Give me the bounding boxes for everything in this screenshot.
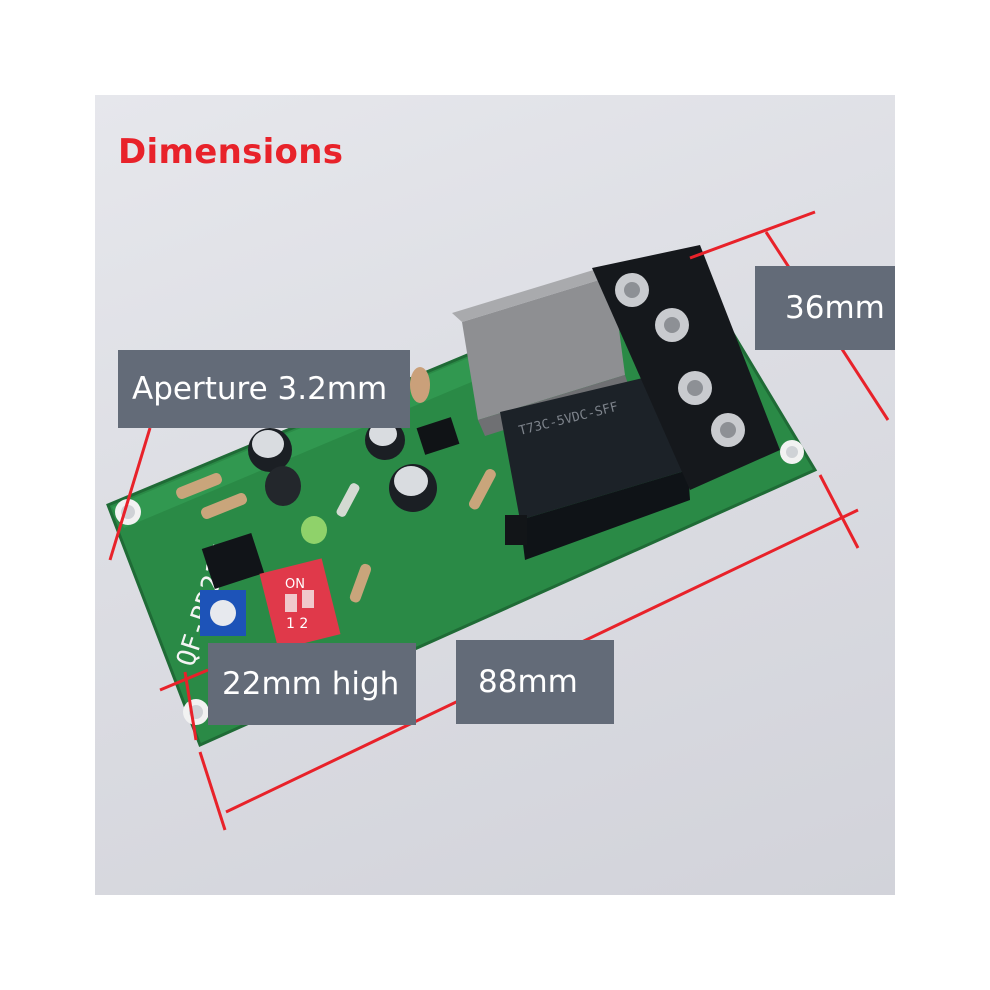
svg-text:ON: ON: [285, 577, 305, 592]
height-label: 22mm high: [208, 643, 416, 725]
potentiometer-icon: [200, 590, 246, 636]
length-label: 88mm: [456, 640, 614, 724]
width-label: 36mm: [755, 266, 895, 350]
relay-board-illustration: QF-RD21F T73C-5VDC-SFF: [106, 210, 890, 831]
black-relay: T73C-5VDC-SFF: [500, 372, 690, 560]
svg-text:1 2: 1 2: [286, 616, 308, 632]
terminal-block: [592, 245, 780, 490]
product-photo: QF-RD21F T73C-5VDC-SFF: [95, 95, 895, 895]
dip-switch: ON 1 2: [259, 558, 341, 650]
aperture-label: Aperture 3.2mm: [118, 350, 410, 428]
page-title: Dimensions: [118, 132, 344, 172]
capacitor-icon: [248, 428, 292, 472]
